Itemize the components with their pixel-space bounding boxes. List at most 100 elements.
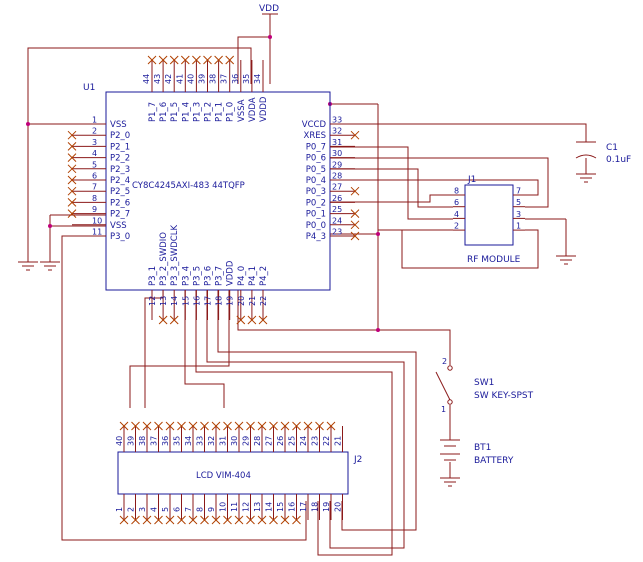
ground-icon — [440, 477, 460, 487]
pin-number: 14 — [170, 296, 179, 306]
pin-name: VDDD — [259, 96, 269, 122]
pin-name: XRES — [304, 131, 327, 141]
pin-number: 29 — [242, 436, 251, 446]
pin-number: 11 — [230, 502, 239, 512]
pin-number: 39 — [198, 74, 207, 84]
pin-number: 40 — [115, 436, 124, 446]
no-connect-icon — [211, 515, 221, 525]
pin-name: P2_7 — [110, 210, 130, 220]
pin-number: 42 — [164, 74, 173, 84]
u1-top-pins: 44P1_743P1_642P1_541P1_440P1_339P1_238P1… — [142, 55, 269, 122]
vdd-label: VDD — [259, 4, 279, 14]
pin-number: 10 — [219, 502, 228, 512]
no-connect-icon — [350, 186, 360, 196]
no-connect-icon — [246, 515, 255, 525]
ground-icon — [556, 255, 576, 265]
no-connect-icon — [154, 515, 163, 525]
pin-name: P1_6 — [159, 102, 169, 122]
pin-number: 41 — [175, 74, 184, 84]
no-connect-icon — [257, 421, 267, 431]
pin-number: 4 — [454, 210, 459, 219]
no-connect-icon — [67, 153, 77, 162]
u1-ref: U1 — [83, 83, 95, 93]
pin-name: VSS — [110, 120, 127, 130]
no-connect-icon — [67, 164, 77, 174]
c1-capacitor: C1 0.1uF — [575, 141, 631, 165]
no-connect-icon — [67, 209, 77, 218]
pin-name: VSS — [110, 221, 127, 231]
pin-number: 2 — [127, 507, 136, 512]
u1-bottom-pins: 12P3_113P3_2_SWDIO14P3_3_SWDCLK15P3_416P… — [148, 225, 269, 325]
pin-name: P0_1 — [306, 210, 326, 220]
no-connect-icon — [200, 421, 209, 431]
no-connect-icon — [350, 209, 360, 218]
no-connect-icon — [225, 55, 235, 65]
no-connect-icon — [158, 55, 168, 65]
no-connect-icon — [180, 55, 190, 65]
pin-name: VSSA — [237, 99, 247, 122]
no-connect-icon — [236, 315, 246, 325]
pin-name: P2_2 — [110, 154, 130, 164]
pin-number: 5 — [161, 507, 170, 512]
no-connect-icon — [188, 515, 198, 525]
pin-name: P2_3 — [110, 165, 130, 175]
pin-number: 15 — [276, 502, 285, 512]
pin-number: 27 — [265, 436, 274, 446]
pin-number: 6 — [454, 198, 459, 207]
pin-number: 28 — [253, 436, 262, 446]
pin-name: P4_2 — [259, 266, 269, 286]
no-connect-icon — [169, 55, 179, 65]
pin-number: 44 — [142, 74, 151, 84]
j2-ref: J2 — [353, 455, 362, 465]
no-connect-icon — [142, 515, 152, 525]
pin-name: VDDA — [248, 97, 258, 122]
no-connect-icon — [192, 55, 201, 65]
pin-number: 14 — [265, 502, 274, 512]
pin-number: 23 — [332, 228, 342, 237]
pin-number: 13 — [159, 296, 168, 306]
pin-number: 19 — [322, 502, 331, 512]
no-connect-icon — [350, 231, 360, 241]
pin-number: 26 — [276, 436, 285, 446]
pin-number: 17 — [204, 296, 213, 306]
pin-name: P2_6 — [110, 198, 130, 208]
pin-number: 43 — [153, 74, 162, 84]
no-connect-icon — [177, 515, 186, 525]
no-connect-icon — [67, 198, 77, 207]
sw1-ref: SW1 — [474, 378, 494, 388]
pin-number: 3 — [138, 507, 147, 512]
pin-number: 1 — [516, 222, 521, 231]
ground-icon — [40, 261, 60, 271]
no-connect-icon — [165, 421, 175, 431]
no-connect-icon — [169, 315, 179, 325]
pin-number: 37 — [150, 436, 159, 446]
pin-name: P0_2 — [306, 198, 326, 208]
pin-number: 1 — [115, 507, 124, 512]
pin-name: P3_4 — [181, 266, 191, 286]
pin-number: 32 — [207, 436, 216, 446]
pin-name: P1_5 — [170, 102, 180, 122]
no-connect-icon — [280, 421, 290, 431]
no-connect-icon — [147, 55, 157, 65]
pin-number: 25 — [332, 205, 342, 214]
pin-number: 4 — [150, 507, 159, 512]
pin-number: 31 — [219, 436, 228, 446]
pin-number: 16 — [288, 502, 297, 512]
sw1-pin-bottom: 1 — [441, 405, 446, 414]
pin-name: P3_7 — [215, 266, 225, 286]
pin-name: P2_4 — [110, 176, 130, 186]
no-connect-icon — [234, 515, 244, 525]
pin-number: 8 — [196, 507, 205, 512]
bt1-value: BATTERY — [474, 456, 514, 466]
pin-name: P1_0 — [226, 102, 236, 122]
pin-number: 9 — [92, 205, 97, 214]
pin-number: 38 — [138, 436, 147, 446]
pin-number: 35 — [242, 74, 251, 84]
pin-number: 24 — [299, 436, 308, 446]
pin-number: 29 — [332, 160, 342, 169]
pin-name: P2_1 — [110, 142, 130, 152]
no-connect-icon — [200, 515, 209, 525]
junction-dot — [26, 122, 30, 126]
j2-label: LCD VIM-404 — [196, 471, 251, 481]
